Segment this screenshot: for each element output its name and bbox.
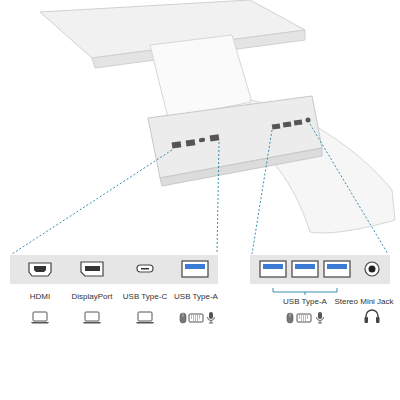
port-label: DisplayPort bbox=[72, 293, 113, 302]
port-label: Stereo Mini Jack bbox=[334, 298, 393, 307]
port-panel bbox=[250, 255, 390, 284]
port-label: USB Type-C bbox=[123, 293, 167, 302]
bracket bbox=[273, 288, 337, 295]
leader-line bbox=[12, 124, 388, 254]
port-label: USB Type-A bbox=[174, 293, 218, 302]
port-panel bbox=[10, 255, 218, 284]
port-label: HDMI bbox=[30, 293, 50, 302]
port-label: USB Type-A bbox=[283, 298, 327, 307]
